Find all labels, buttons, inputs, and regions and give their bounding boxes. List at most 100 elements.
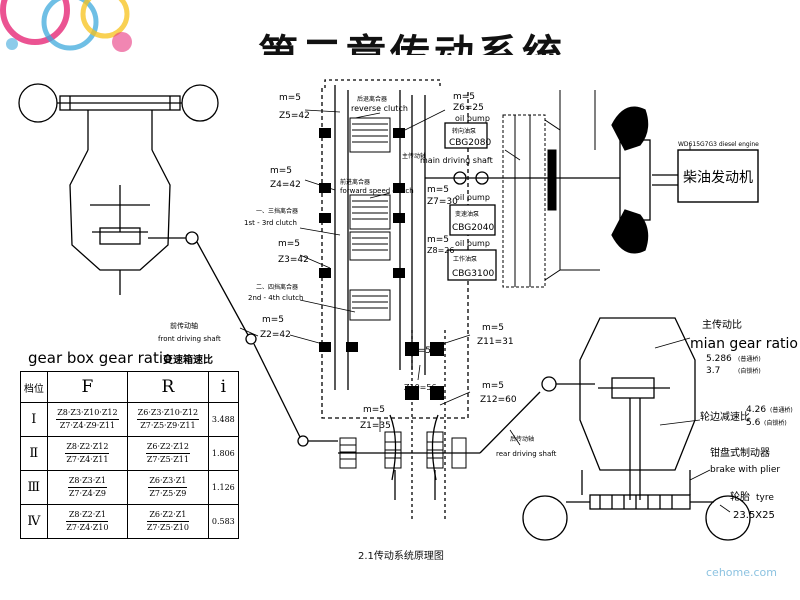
label-m5-forward: m=5	[270, 166, 292, 176]
label-m5-z8: m=5	[427, 235, 449, 245]
oil-pump-cbg2080	[444, 122, 488, 149]
cell-position: Ⅲ	[20, 470, 48, 505]
cell-ratio: 1.806	[207, 436, 240, 471]
label-pump-cn-3: 工作油泵	[453, 255, 477, 263]
label-front-shaft-cn: 前传动轴	[170, 321, 198, 330]
oil-pump-cbg2040	[449, 204, 496, 236]
label-rear-shaft-cn: 后传动轴	[510, 435, 534, 443]
label-pump-3: CBG3100	[452, 269, 494, 279]
reverse-numerator: Z6·Z2·Z12	[145, 441, 190, 454]
engine-flywheel	[611, 106, 680, 254]
label-pump-1: CBG2080	[449, 138, 491, 148]
label-engine-model: WD615G7G3 diesel engine	[678, 141, 759, 148]
label-m5-z6: m=5	[453, 92, 475, 102]
label-clutch13-en: 1st - 3rd clutch	[244, 219, 297, 227]
label-forward-cn: 前进离合器	[340, 178, 370, 186]
label-main-shaft-en: main driving shaft	[420, 156, 493, 165]
gear-table-title-en: gear box gear ratio	[28, 349, 172, 367]
forward-numerator: Z8·Z2·Z1	[66, 509, 109, 522]
forward-numerator: Z8·Z2·Z12	[65, 441, 110, 454]
front-driving-shaft	[196, 241, 249, 336]
label-m5-z7: m=5	[427, 185, 449, 195]
forward-denominator: Z7·Z4·Z9	[68, 489, 106, 498]
label-oil-pump-3: oil pump	[455, 239, 490, 248]
header-ratio: i	[207, 371, 240, 403]
label-rear-shaft-en: rear driving shaft	[496, 450, 557, 458]
label-z11: Z11=31	[477, 337, 514, 347]
label-z10: Z10=56	[404, 383, 437, 392]
label-main-ratio-en: mian gear ratio	[690, 336, 798, 352]
label-main-ratio-1: 5.286	[706, 354, 732, 364]
reverse-denominator: Z7·Z5·Z10	[146, 523, 189, 532]
label-m5-z3: m=5	[278, 239, 300, 249]
label-tyre-cn: 轮胎	[730, 490, 750, 503]
leader-lines	[239, 109, 731, 513]
slide-decoration	[0, 0, 132, 52]
label-wheel-ratio-2-note: (自锁桥)	[764, 419, 787, 427]
front-axle	[18, 83, 219, 295]
label-engine-cn: 柴油发动机	[683, 170, 753, 186]
label-tyre-size: 23.5X25	[733, 510, 775, 521]
label-z8: Z8=26	[427, 246, 454, 255]
cell-position: I	[20, 402, 48, 437]
label-wheel-ratio-1: 4.26	[746, 405, 766, 415]
reverse-denominator: Z7·Z5·Z11	[146, 455, 189, 464]
reverse-numerator: Z6·Z3·Z1	[148, 475, 188, 488]
watermark: cehome.com	[706, 566, 777, 579]
label-reverse-en: reverse clutch	[351, 104, 408, 113]
label-pump-2: CBG2040	[452, 223, 494, 233]
label-oil-pump-2: oil pump	[455, 193, 490, 202]
forward-numerator: Z8·Z3·Z10·Z12	[56, 407, 119, 420]
forward-denominator: Z7·Z4·Z10	[66, 523, 109, 532]
label-front-shaft-en: front driving shaft	[158, 335, 221, 343]
label-m5-z11: m=5	[482, 323, 504, 333]
gearbox	[319, 79, 480, 520]
label-wheel-reducer-cn: 轮边减速比	[700, 410, 750, 423]
label-z2: Z2=42	[260, 330, 291, 340]
label-brake-cn: 钳盘式制动器	[710, 446, 770, 459]
label-m5-z2: m=5	[262, 315, 284, 325]
label-z4: Z4=42	[270, 180, 301, 190]
label-pump-cn-2: 变速油泵	[455, 210, 479, 218]
label-oil-pump-1: oil pump	[455, 114, 490, 123]
label-tyre-en: tyre	[756, 493, 774, 503]
header-forward: F	[46, 371, 129, 403]
label-z6: Z6=25	[453, 103, 484, 113]
oil-pump-cbg3100	[447, 249, 497, 281]
gear-table-title-cn: 变速箱速比	[163, 353, 213, 366]
cell-ratio: 0.583	[207, 504, 240, 539]
cell-ratio: 3.488	[207, 402, 240, 437]
cell-ratio: 1.126	[207, 470, 240, 505]
forward-denominator: Z7·Z4·Z9·Z11	[59, 421, 116, 430]
rear-driving-shaft	[479, 391, 541, 454]
label-m5-z10: m=5	[409, 346, 431, 356]
label-z3: Z3=42	[278, 255, 309, 265]
cell-position: Ⅱ	[20, 436, 48, 471]
label-z5: Z5=42	[279, 111, 310, 121]
label-main-ratio-1-note: (普通桥)	[738, 355, 761, 363]
label-clutch13-cn: 一、三挡离合器	[256, 207, 298, 215]
label-z7: Z7=30	[427, 197, 458, 207]
label-clutch24-en: 2nd - 4th clutch	[248, 294, 303, 302]
cell-position: Ⅳ	[20, 504, 48, 539]
label-pump-cn-1: 转向油泵	[452, 127, 476, 135]
label-clutch24-cn: 二、四挡离合器	[256, 283, 298, 291]
label-z12: Z12=60	[480, 395, 517, 405]
label-brake-en: brake with plier	[710, 465, 780, 475]
label-main-shaft-cn: 主传动轴	[402, 152, 426, 160]
label-z1: Z1=35	[360, 421, 391, 431]
label-wheel-ratio-2: 5.6	[746, 418, 761, 428]
